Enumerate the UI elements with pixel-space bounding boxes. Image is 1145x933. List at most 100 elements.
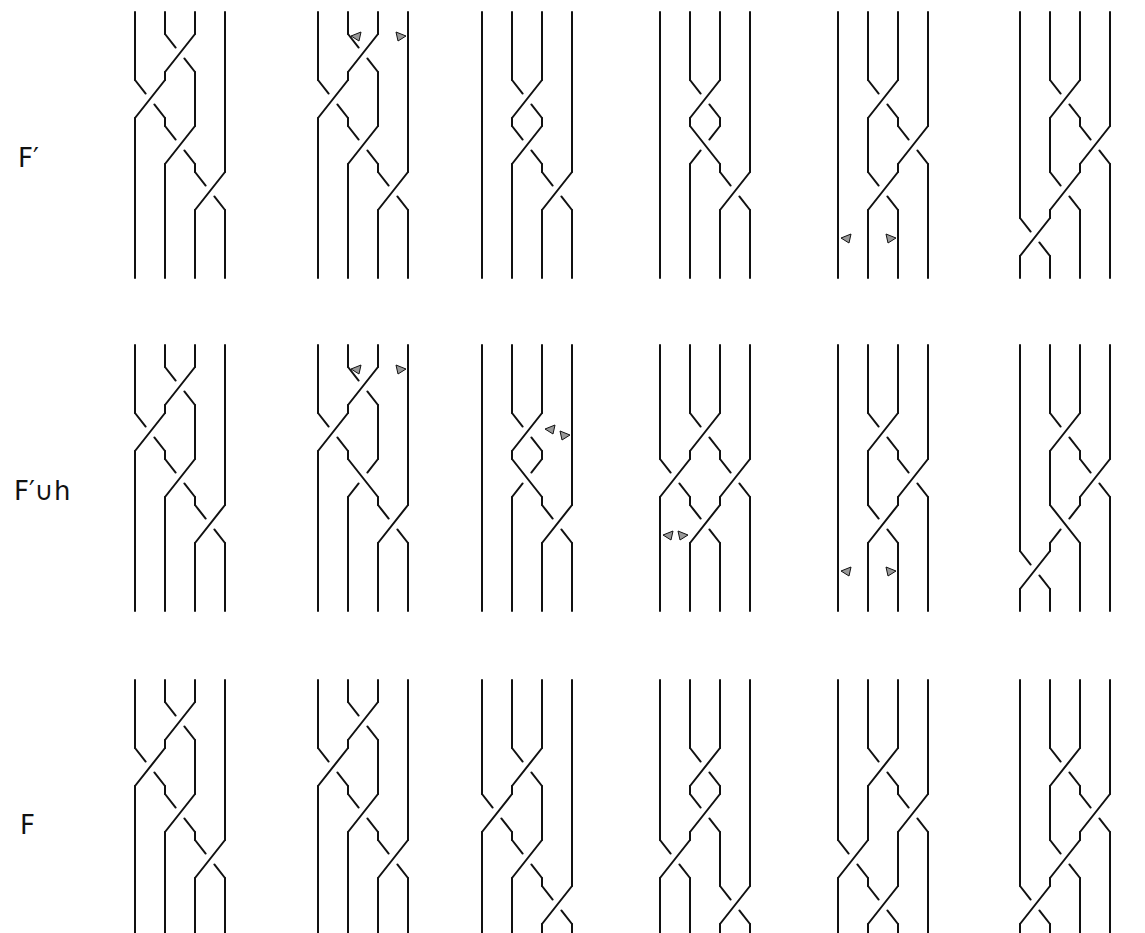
braid-strand xyxy=(897,12,899,30)
braid-strand xyxy=(1079,593,1081,611)
braid-strand xyxy=(511,168,513,214)
braid-strand xyxy=(659,501,661,547)
braid-strand xyxy=(837,790,839,836)
braid-strand xyxy=(659,698,661,744)
shaded-wedge xyxy=(678,531,688,540)
braid-strand xyxy=(867,122,869,168)
braid-strand xyxy=(407,547,409,593)
braid-strand xyxy=(571,122,573,168)
braid-strand xyxy=(571,790,573,836)
braid-strand xyxy=(837,455,839,501)
braid-strand xyxy=(481,744,483,790)
braid-strand xyxy=(224,12,226,30)
braid-strand xyxy=(898,794,928,832)
braid-strand xyxy=(531,150,542,164)
braid-strand xyxy=(407,790,409,836)
braid-strand xyxy=(1080,126,1091,140)
braid-strand xyxy=(927,882,929,928)
braid-strand xyxy=(571,345,573,363)
braid-strand xyxy=(348,367,378,405)
braid-strand xyxy=(511,12,513,30)
braid-strand xyxy=(347,501,349,547)
braid-strand xyxy=(867,345,869,363)
braid-strand xyxy=(134,680,136,698)
braid-strand xyxy=(1079,214,1081,260)
braid-strand xyxy=(837,928,839,933)
braid-strand xyxy=(377,214,379,260)
braid-strand xyxy=(571,928,573,933)
braid-strand xyxy=(887,437,898,451)
braid-strand xyxy=(659,260,661,278)
braid-strand xyxy=(481,680,483,698)
braid-strand xyxy=(542,172,572,210)
braid-strand xyxy=(195,172,225,210)
braid-strand xyxy=(1050,748,1080,786)
braid-strand xyxy=(337,437,348,451)
braid-strand xyxy=(317,593,319,611)
braid-strand xyxy=(1109,168,1111,214)
braid-strand xyxy=(927,363,929,409)
braid-strand xyxy=(224,593,226,611)
braid-strand xyxy=(719,928,721,933)
braid-strand xyxy=(719,547,721,593)
braid-strand xyxy=(719,30,721,76)
braid-strand xyxy=(749,501,751,547)
braid-strand xyxy=(1039,242,1050,256)
braid-strand xyxy=(541,698,543,744)
braid-strand xyxy=(317,12,319,30)
braid-strand xyxy=(659,790,661,836)
braid-strand xyxy=(134,698,136,744)
braid-strand xyxy=(224,76,226,122)
braid-strand xyxy=(867,593,869,611)
braid-strand xyxy=(214,529,225,543)
braid-strand xyxy=(195,840,225,878)
braid-strand xyxy=(317,260,319,278)
braid-strand xyxy=(1050,172,1080,210)
braid-strand xyxy=(1069,104,1080,118)
braid-strand xyxy=(690,505,720,543)
braid-strand xyxy=(407,698,409,744)
braid-strand xyxy=(659,12,661,30)
braid-strand xyxy=(165,367,195,405)
braid-strand xyxy=(348,702,378,740)
braid-strand xyxy=(224,214,226,260)
braid-strand xyxy=(482,794,493,808)
braid-strand xyxy=(868,172,879,186)
braid-strand xyxy=(135,413,165,451)
shaded-wedge xyxy=(663,531,673,540)
braid-strand xyxy=(347,260,349,278)
braid-strand xyxy=(224,345,226,363)
braid-strand xyxy=(739,483,750,497)
braid-strand xyxy=(194,593,196,611)
braid-strand xyxy=(134,455,136,501)
braid-strand xyxy=(317,363,319,409)
braid-strand xyxy=(898,459,909,473)
braid-strand xyxy=(897,593,899,611)
braid-strand xyxy=(348,126,359,140)
braid-strand xyxy=(689,260,691,278)
shaded-wedge xyxy=(351,365,361,374)
braid-strand xyxy=(224,744,226,790)
braid-strand xyxy=(1020,886,1031,900)
braid-strand xyxy=(739,196,750,210)
braid-strand xyxy=(690,748,720,786)
braid-strand xyxy=(224,363,226,409)
braid-strand xyxy=(367,150,378,164)
braid-strand xyxy=(407,882,409,928)
braid-strand xyxy=(837,30,839,76)
braid-strand xyxy=(689,680,691,698)
braid-strand xyxy=(348,794,359,808)
braid-strand xyxy=(407,409,409,455)
braid-strand xyxy=(1080,126,1110,164)
braid-strand xyxy=(164,593,166,611)
braid-strand xyxy=(317,547,319,593)
braid-strand xyxy=(317,882,319,928)
braid-strand xyxy=(1109,260,1111,278)
braid-strand xyxy=(164,168,166,214)
braid-strand xyxy=(749,345,751,363)
braid-strand xyxy=(897,680,899,698)
braid-strand xyxy=(367,391,378,405)
braid-strand xyxy=(838,840,868,878)
braid-strand xyxy=(194,76,196,122)
braid-strand xyxy=(224,790,226,836)
